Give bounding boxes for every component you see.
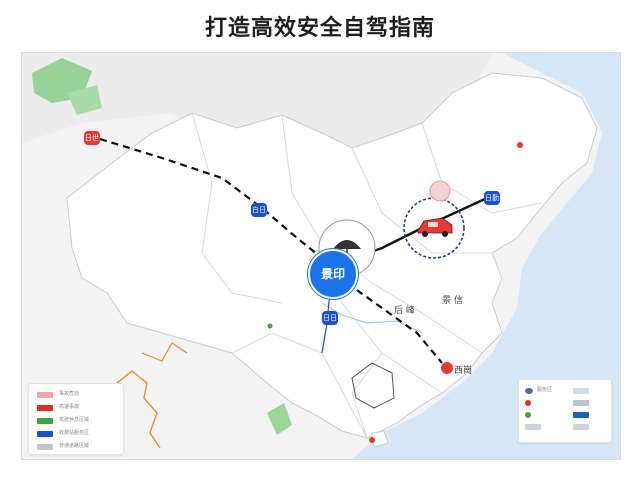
green-area bbox=[67, 85, 102, 115]
marker-badge[interactable]: 日勤 bbox=[484, 191, 500, 205]
highlight-zone bbox=[429, 180, 451, 202]
legend-text: 事故危险 bbox=[59, 391, 80, 397]
legend-text: 收费站服务区 bbox=[59, 430, 90, 436]
legend-swatch bbox=[525, 400, 531, 406]
legend-text: 普通道路区域 bbox=[59, 443, 90, 449]
marker-badge[interactable]: 日日 bbox=[322, 311, 338, 325]
legend-swatch bbox=[573, 424, 589, 430]
legend-swatch bbox=[573, 412, 589, 418]
marker-badge[interactable]: 白日 bbox=[251, 203, 267, 217]
province-border bbox=[351, 147, 492, 254]
marker-label: 西崗 bbox=[454, 366, 473, 376]
green-area bbox=[267, 403, 292, 435]
legend-swatch bbox=[37, 418, 53, 424]
map-point bbox=[517, 142, 523, 148]
province-border bbox=[421, 122, 543, 214]
legend-swatch bbox=[37, 444, 53, 450]
legend-swatch bbox=[37, 405, 53, 411]
legend-swatch bbox=[573, 400, 589, 406]
river bbox=[116, 370, 161, 449]
route-map[interactable]: 日世 白日 日勤 日日 西崗 后 峰 景 信 景印 事故危险 高速事故 驾驶休息… bbox=[21, 52, 621, 460]
red-car-icon bbox=[417, 217, 453, 237]
legend-text: 驾驶休息区域 bbox=[59, 417, 90, 423]
hub-city-marker[interactable]: 景印 bbox=[308, 249, 358, 299]
marker-badge[interactable]: 日世 bbox=[84, 131, 100, 145]
legend-left: 事故危险 高速事故 驾驶休息区域 收费站服务区 普通道路区域 bbox=[28, 383, 124, 455]
map-point bbox=[267, 323, 273, 329]
legend-text: 高速事故 bbox=[59, 404, 80, 410]
legend-swatch bbox=[525, 412, 531, 418]
place-label: 景 信 bbox=[442, 296, 463, 306]
destination-dot bbox=[441, 362, 453, 374]
province-border bbox=[191, 112, 283, 304]
legend-swatch bbox=[37, 392, 53, 398]
legend-text: 服务区 bbox=[537, 387, 553, 393]
sea-area bbox=[352, 53, 620, 459]
legend-swatch bbox=[525, 388, 533, 394]
region-outline bbox=[351, 362, 395, 409]
legend-right: 服务区 bbox=[518, 379, 612, 443]
map-point bbox=[369, 437, 375, 443]
page-title: 打造高效安全自驾指南 bbox=[204, 16, 435, 41]
legend-swatch bbox=[525, 424, 541, 430]
dashed-route-south bbox=[346, 282, 443, 364]
place-label: 后 峰 bbox=[394, 306, 415, 316]
legend-swatch bbox=[37, 431, 53, 437]
province-border bbox=[231, 332, 368, 439]
river bbox=[141, 342, 188, 362]
province-border bbox=[351, 352, 383, 439]
legend-swatch bbox=[573, 388, 589, 394]
